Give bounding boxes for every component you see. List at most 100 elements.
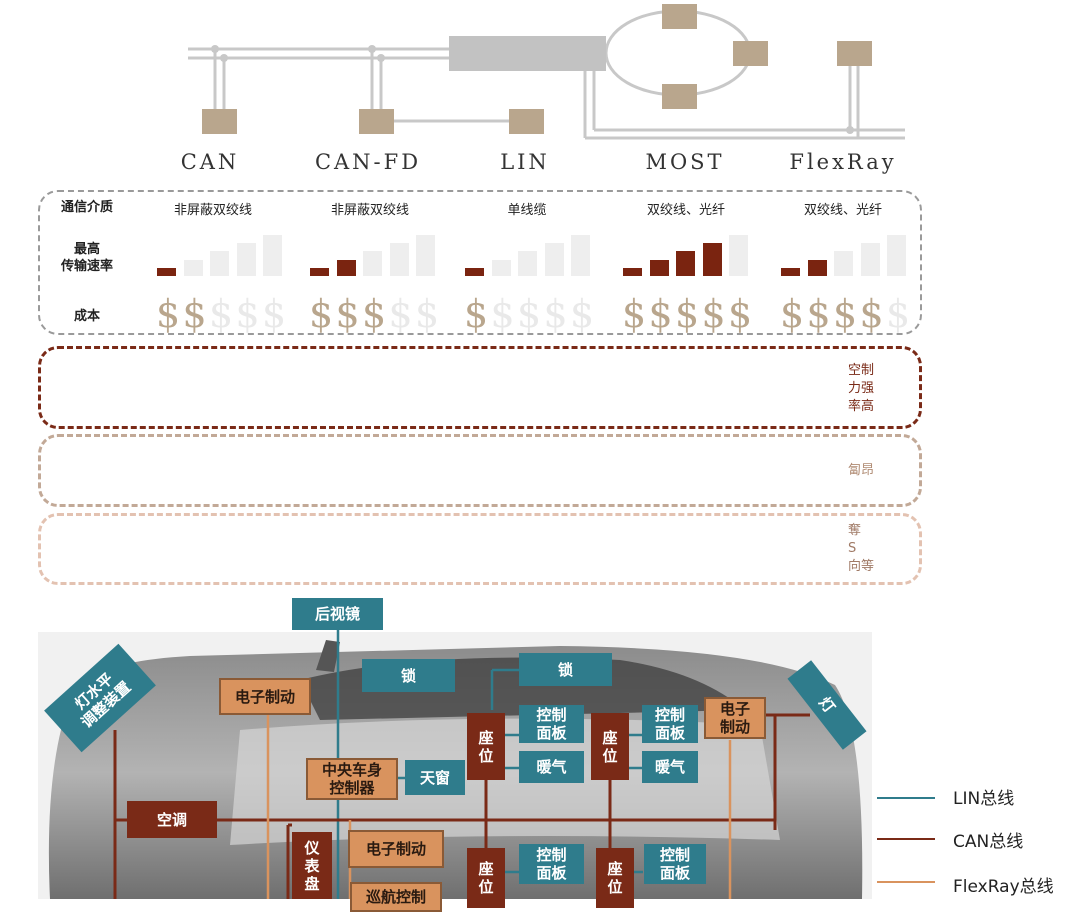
cost-dollar-icon: $ — [543, 292, 568, 336]
cost-dollar-icon: $ — [622, 292, 647, 336]
cost-dollar-icon: $ — [182, 292, 207, 336]
side-note-low: 奪 S 向等 — [848, 522, 874, 576]
speed-bar — [702, 243, 722, 276]
cost-dollar-icon: $ — [388, 292, 413, 336]
legend-line-flexray — [877, 881, 935, 883]
most-node-right — [733, 41, 768, 66]
seat-box-front-right: 座 位 — [591, 713, 629, 780]
bus-name-most: MOST — [645, 150, 725, 174]
ebrake-box-right: 电子 制动 — [704, 697, 766, 739]
control-panel-box-4: 控制 面板 — [644, 844, 706, 884]
medium-most: 双绞线、光纤 — [646, 203, 725, 218]
medium-can: 非屏蔽双绞线 — [173, 203, 252, 218]
cost-dollar-icon: $ — [701, 292, 726, 336]
cost-dollar-icon: $ — [262, 292, 287, 336]
side-note-high-1: 空制 — [848, 363, 875, 378]
speed-bar — [887, 235, 906, 276]
cost-dollar-icon: $ — [886, 292, 911, 336]
speed-bar — [363, 251, 382, 276]
control-panel-box-2: 控制 面板 — [642, 705, 698, 743]
ebrake-box-center: 电子制动 — [348, 830, 444, 868]
can-node — [202, 109, 237, 134]
cost-dollar-icon: $ — [780, 292, 805, 336]
speed-bar — [310, 268, 329, 276]
speed-bar — [544, 243, 564, 276]
comparison-panel — [38, 190, 922, 335]
speed-bar — [729, 235, 748, 276]
speed-bar — [623, 268, 642, 276]
cost-dollar-icon: $ — [675, 292, 700, 336]
canfd-node — [359, 109, 394, 134]
category-panel-low — [38, 513, 922, 585]
legend-label-can: CAN总线 — [953, 832, 1024, 852]
cost-dollar-icon: $ — [209, 292, 234, 336]
side-note-high-2: 力强 — [848, 381, 875, 396]
bus-name-lin: LIN — [500, 150, 550, 174]
bus-name-flexray: FlexRay — [789, 150, 897, 174]
speed-bar — [416, 235, 435, 276]
medium-canfd: 非屏蔽双绞线 — [330, 203, 409, 218]
most-node-top — [662, 4, 697, 29]
cost-dollar-icon: $ — [806, 292, 831, 336]
ebrake-box-left: 电子制动 — [219, 678, 311, 715]
most-node-bottom — [662, 84, 697, 109]
side-note-high-3: 率高 — [848, 399, 875, 414]
side-note-low-1: 奪 — [848, 523, 862, 538]
speed-bar — [491, 260, 511, 276]
cost-dollar-icon: $ — [464, 292, 489, 336]
seat-box-front-left: 座 位 — [467, 713, 505, 780]
sunroof-box: 天窗 — [405, 760, 465, 795]
cost-dollar-icon: $ — [570, 292, 595, 336]
speed-bar — [834, 251, 853, 276]
control-panel-box-1: 控制 面板 — [519, 705, 584, 743]
heater-box-1: 暖气 — [519, 751, 584, 783]
row-label-speed: 最高 传输速率 — [60, 242, 113, 274]
seat-box-rear-right: 座 位 — [596, 848, 634, 908]
side-note-low-2: S — [848, 541, 857, 556]
car-roof — [230, 718, 780, 845]
legend-label-flexray: FlexRay总线 — [953, 877, 1054, 897]
car-mirror — [316, 640, 340, 672]
cost-dollar-icon: $ — [859, 292, 884, 336]
legend-label-lin: LIN总线 — [953, 789, 1015, 809]
cost-dollar-icon: $ — [335, 292, 360, 336]
cost-dollar-icon: $ — [728, 292, 753, 336]
category-panel-mid — [38, 434, 922, 507]
speed-bar — [157, 268, 176, 276]
speed-bar — [860, 243, 880, 276]
cost-dollar-icon: $ — [517, 292, 542, 336]
speed-bar — [263, 235, 282, 276]
medium-lin: 单线缆 — [507, 203, 547, 218]
row-label-cost: 成本 — [73, 309, 100, 324]
cost-dollar-icon: $ — [362, 292, 387, 336]
lock-box-right: 锁 — [519, 653, 612, 686]
category-panel-high — [38, 346, 922, 429]
cost-dollar-icon: $ — [235, 292, 260, 336]
cost-dollar-icon: $ — [415, 292, 440, 336]
bus-name-can: CAN — [180, 150, 240, 174]
cost-dollar-icon: $ — [490, 292, 515, 336]
body-controller-box: 中央车身 控制器 — [306, 758, 398, 800]
gateway-node — [449, 36, 606, 71]
speed-bar — [781, 268, 800, 276]
side-note-mid: 匐昂 — [848, 463, 875, 478]
bus-name-canfd: CAN-FD — [314, 150, 422, 174]
speed-bar — [236, 243, 256, 276]
topology-diagram — [188, 4, 905, 140]
side-note-high: 空制 力强 率高 — [848, 362, 874, 416]
control-panel-box-3: 控制 面板 — [519, 844, 584, 884]
side-note-low-3: 向等 — [848, 559, 875, 574]
seat-box-rear-left: 座 位 — [467, 848, 505, 908]
legend-line-lin — [877, 797, 935, 799]
cost-dollar-icon: $ — [156, 292, 181, 336]
speed-bar — [807, 260, 827, 276]
speed-bar — [336, 260, 356, 276]
speed-bar — [676, 251, 695, 276]
flexray-node — [837, 41, 872, 66]
speed-bar — [183, 260, 203, 276]
lin-node — [509, 109, 544, 134]
instrument-cluster-box: 仪 表 盘 — [292, 832, 332, 899]
speed-bar — [210, 251, 229, 276]
medium-flexray: 双绞线、光纤 — [803, 203, 882, 218]
speed-bar — [649, 260, 669, 276]
